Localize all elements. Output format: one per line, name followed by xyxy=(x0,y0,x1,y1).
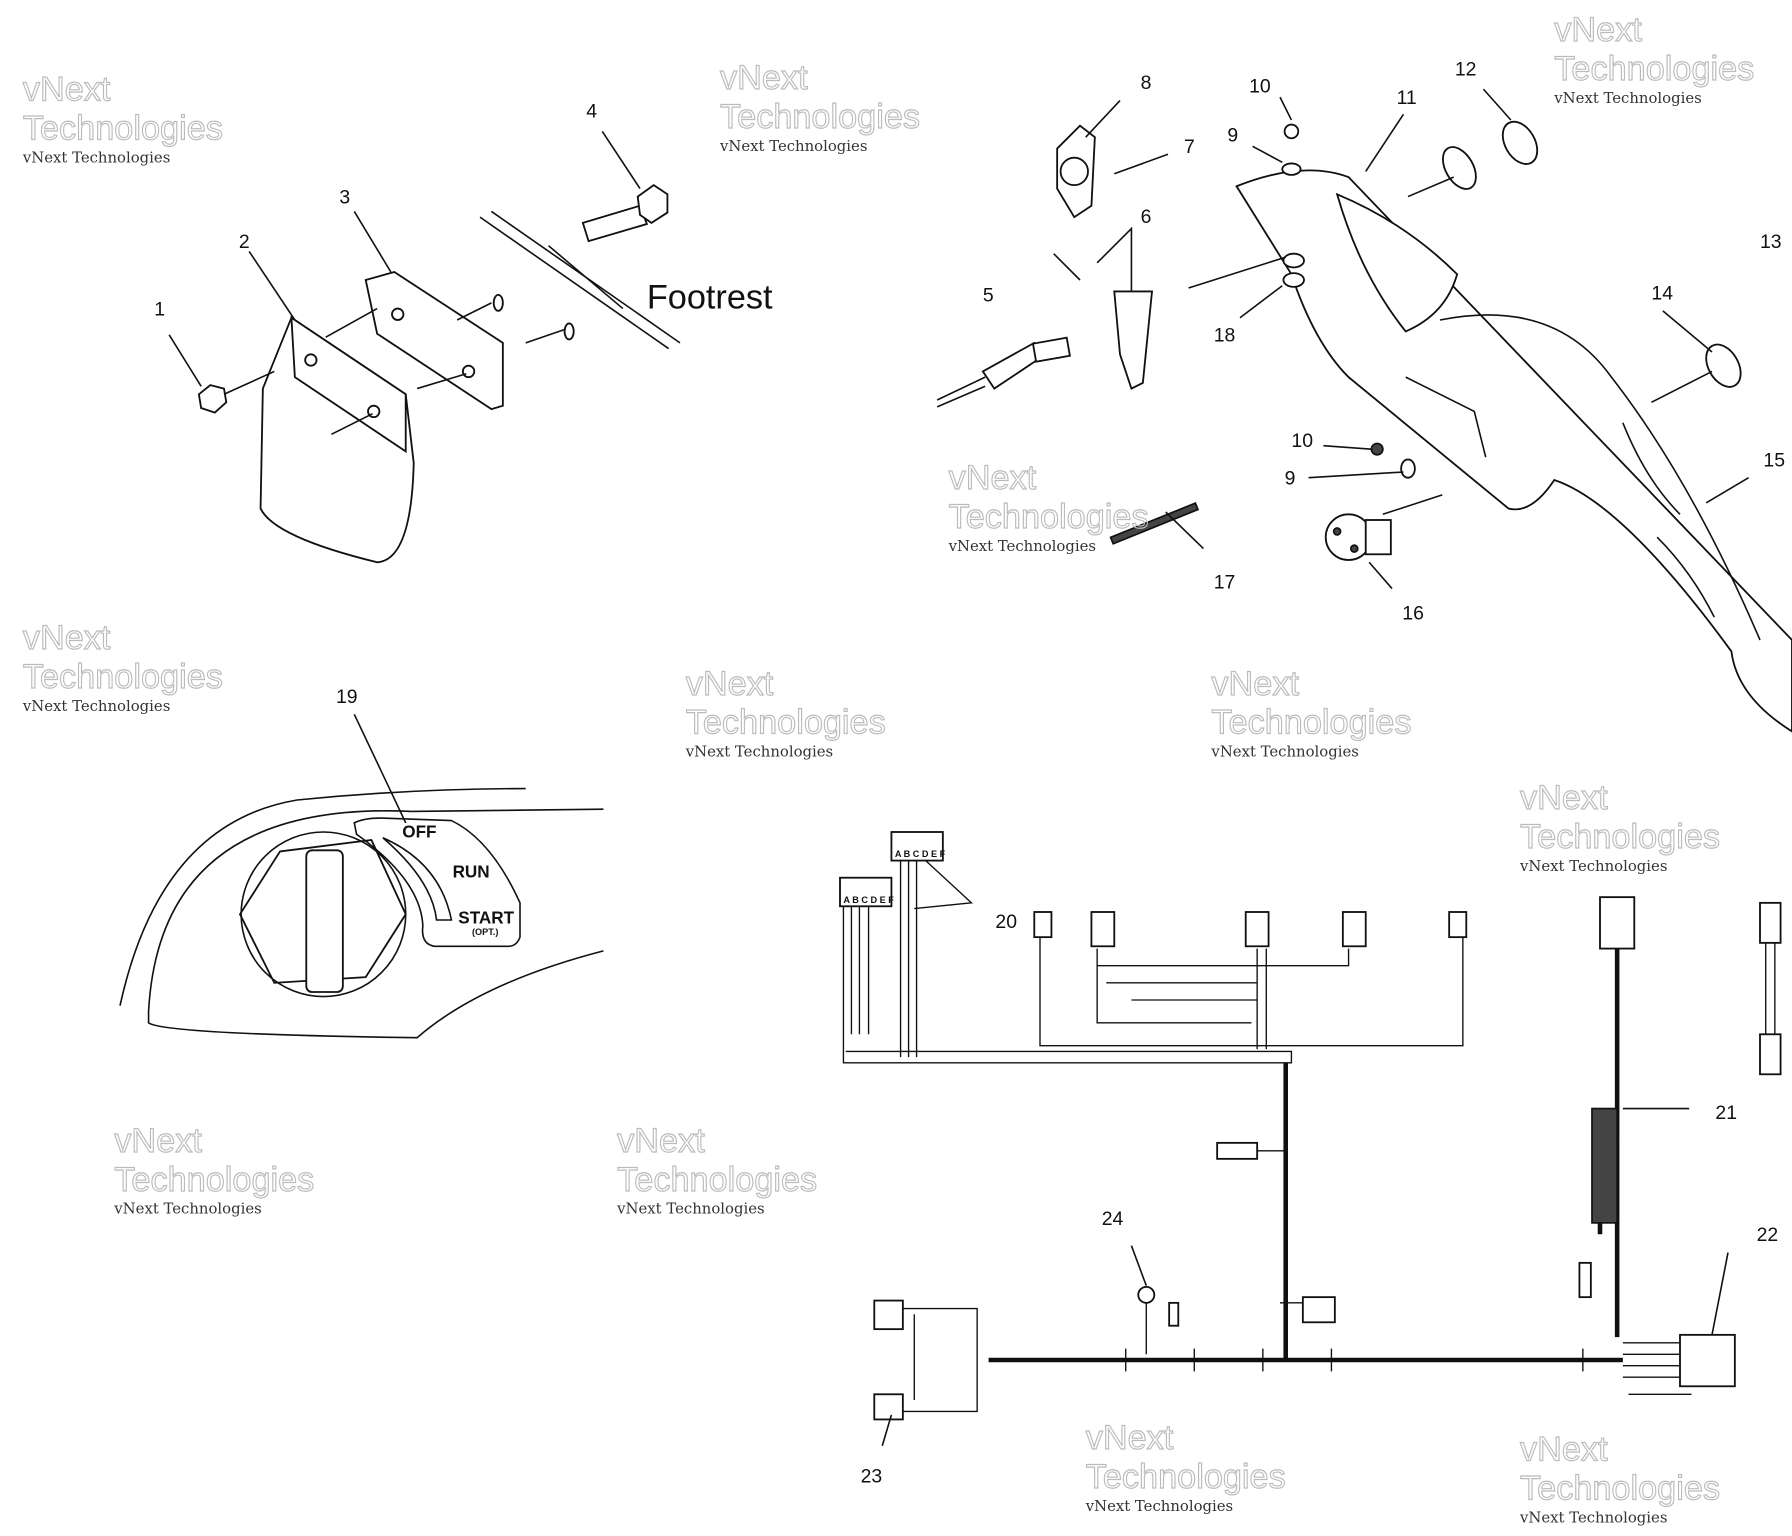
bolt xyxy=(581,204,649,243)
svg-text:vNext: vNext xyxy=(23,71,111,109)
connector-letters: A B C D E F xyxy=(895,849,946,859)
callout-1: 1 xyxy=(154,298,165,320)
key-switch-plate xyxy=(119,713,604,1039)
callout-3: 3 xyxy=(339,186,350,208)
key-off-label: OFF xyxy=(402,822,436,842)
connector-letters: A B C D E F xyxy=(843,895,894,905)
callout-2: 2 xyxy=(239,231,250,253)
key-switch-16 xyxy=(1324,513,1373,561)
lever-6 xyxy=(1113,290,1154,390)
svg-text:vNext Technologies: vNext Technologies xyxy=(948,537,1096,555)
svg-text:Technologies: Technologies xyxy=(1554,50,1754,88)
svg-text:vNext Technologies: vNext Technologies xyxy=(1085,1497,1233,1515)
callout-7: 7 xyxy=(1184,136,1195,158)
callout-14: 14 xyxy=(1651,282,1673,304)
callout-10b: 10 xyxy=(1291,430,1313,452)
svg-text:vNext: vNext xyxy=(949,459,1037,497)
callout-22: 22 xyxy=(1757,1224,1779,1246)
svg-text:vNext Technologies: vNext Technologies xyxy=(685,743,833,761)
key-run-label: RUN xyxy=(453,862,490,882)
svg-text:Technologies: Technologies xyxy=(949,498,1149,536)
callout-9b: 9 xyxy=(1285,468,1296,490)
nut xyxy=(197,384,228,414)
svg-text:Technologies: Technologies xyxy=(617,1161,817,1199)
callout-15: 15 xyxy=(1763,449,1785,471)
svg-text:vNext: vNext xyxy=(114,1122,202,1160)
callout-19: 19 xyxy=(336,686,358,708)
key-start-label: START xyxy=(458,907,514,927)
callout-9: 9 xyxy=(1227,125,1238,147)
svg-text:vNext Technologies: vNext Technologies xyxy=(1519,1508,1667,1526)
callout-23: 23 xyxy=(861,1465,883,1487)
callout-24: 24 xyxy=(1102,1208,1124,1230)
svg-text:Technologies: Technologies xyxy=(1211,704,1411,742)
svg-text:Technologies: Technologies xyxy=(1520,1469,1720,1507)
svg-text:vNext: vNext xyxy=(1554,11,1642,49)
svg-text:vNext: vNext xyxy=(686,665,774,703)
callout-17: 17 xyxy=(1214,572,1236,594)
callout-11: 11 xyxy=(1397,87,1417,109)
svg-text:Technologies: Technologies xyxy=(720,98,920,136)
svg-text:vNext: vNext xyxy=(1520,779,1608,817)
svg-text:Technologies: Technologies xyxy=(1520,818,1720,856)
svg-text:vNext Technologies: vNext Technologies xyxy=(22,697,170,715)
svg-text:vNext: vNext xyxy=(23,619,111,657)
callout-16: 16 xyxy=(1402,602,1424,624)
svg-text:vNext Technologies: vNext Technologies xyxy=(719,137,867,155)
grommet-12 xyxy=(1501,120,1539,165)
svg-text:vNext Technologies: vNext Technologies xyxy=(113,1200,261,1218)
callout-4: 4 xyxy=(586,101,597,123)
svg-text:Technologies: Technologies xyxy=(23,109,223,147)
svg-text:Technologies: Technologies xyxy=(686,704,886,742)
callout-10: 10 xyxy=(1249,76,1271,98)
washer-11 xyxy=(1442,146,1477,190)
svg-text:Technologies: Technologies xyxy=(1086,1458,1286,1496)
footrest-assembly xyxy=(168,130,681,564)
svg-text:vNext Technologies: vNext Technologies xyxy=(1519,857,1667,875)
callout-12: 12 xyxy=(1455,58,1477,80)
svg-text:vNext: vNext xyxy=(1086,1419,1174,1457)
svg-text:vNext Technologies: vNext Technologies xyxy=(1553,89,1701,107)
callouts: 1 2 3 4 5 6 7 8 9 10 11 12 13 14 15 9 10… xyxy=(154,58,1785,1487)
callout-6: 6 xyxy=(1141,206,1152,228)
svg-text:vNext: vNext xyxy=(1211,665,1299,703)
svg-text:vNext: vNext xyxy=(617,1122,705,1160)
callout-20: 20 xyxy=(995,911,1017,933)
grommet-14 xyxy=(1705,343,1742,388)
footrest-label: Footrest xyxy=(647,279,773,317)
switch-knob xyxy=(305,849,344,993)
callout-18: 18 xyxy=(1214,325,1236,347)
key-opt-label: (OPT.) xyxy=(472,927,498,937)
callout-21: 21 xyxy=(1715,1102,1737,1124)
callout-8: 8 xyxy=(1141,72,1152,94)
callout-5: 5 xyxy=(983,285,994,307)
wiring-harness xyxy=(839,831,1782,1446)
svg-text:vNext Technologies: vNext Technologies xyxy=(616,1200,764,1218)
svg-text:Technologies: Technologies xyxy=(114,1161,314,1199)
svg-text:Technologies: Technologies xyxy=(23,658,223,696)
strap-17 xyxy=(1109,502,1200,545)
svg-text:vNext: vNext xyxy=(720,59,808,97)
svg-text:vNext: vNext xyxy=(1520,1431,1608,1469)
svg-text:vNext Technologies: vNext Technologies xyxy=(1210,743,1358,761)
grip-housing xyxy=(1335,192,1459,333)
callout-13: 13 xyxy=(1760,231,1782,253)
handlebar-assembly xyxy=(936,88,1792,733)
svg-text:vNext Technologies: vNext Technologies xyxy=(22,148,170,166)
